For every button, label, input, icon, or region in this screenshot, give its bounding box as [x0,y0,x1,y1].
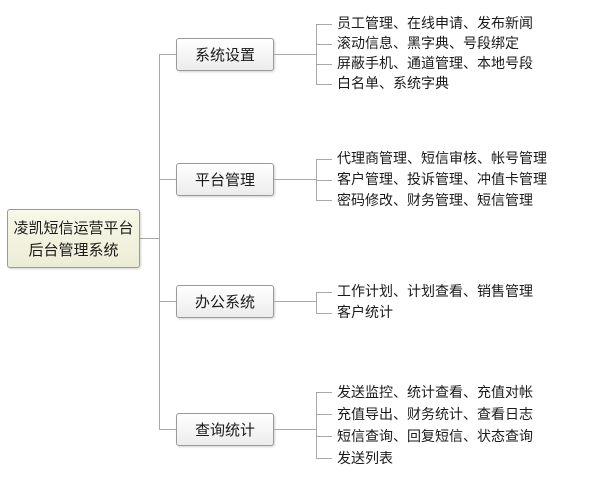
branch-label: 系统设置 [194,46,255,64]
leaf-item: 发送列表 [337,451,393,467]
stub-branch-1 [159,54,176,55]
stub-branch-4 [159,429,176,430]
leaf-item: 代理商管理、短信审核、帐号管理 [337,151,547,167]
root-title-line2: 后台管理系统 [28,240,119,259]
branch-node-office-system: 办公系统 [176,285,274,318]
branch-1-tick [316,44,332,45]
branch-3-items: 工作计划、计划查看、销售管理 客户统计 [337,282,533,324]
branch-4-items: 发送监控、统计查看、充值对帐 充值导出、财务统计、查看日志 短信查询、回复短信、… [337,382,533,470]
branch-4-tick [316,458,332,459]
branch-node-platform-management: 平台管理 [176,163,274,196]
leaf-item: 短信查询、回复短信、状态查询 [337,429,533,445]
branch-node-query-statistics: 查询统计 [176,413,274,446]
branch-1-bracket [316,24,317,84]
branch-4-bracket [316,392,317,459]
branch-label: 平台管理 [194,171,255,189]
branch-2-items: 代理商管理、短信审核、帐号管理 客户管理、投诉管理、冲值卡管理 密码修改、财务管… [337,149,547,212]
branch-3-out [274,301,316,302]
leaf-item: 发送监控、统计查看、充值对帐 [337,385,533,401]
stub-branch-2 [159,179,176,180]
branch-3-tick [316,292,332,293]
leaf-item: 工作计划、计划查看、销售管理 [337,284,533,300]
branch-1-tick [316,64,332,65]
branch-2-tick [316,159,332,160]
root-node: 凌凯短信运营平台 后台管理系统 [7,209,140,268]
stub-branch-3 [159,301,176,302]
branch-2-tick [316,200,332,201]
root-connector [140,238,160,239]
branch-3-tick [316,313,332,314]
root-title-line1: 凌凯短信运营平台 [13,218,134,237]
leaf-item: 屏蔽手机、通道管理、本地号段 [337,56,533,72]
branch-1-tick [316,24,332,25]
leaf-item: 客户统计 [337,305,393,321]
branch-1-tick [316,84,332,85]
leaf-item: 白名单、系统字典 [337,76,449,92]
branch-label: 查询统计 [194,421,255,439]
leaf-item: 密码修改、财务管理、短信管理 [337,193,533,209]
branch-4-tick [316,414,332,415]
branch-3-bracket [316,292,317,314]
main-trunk [159,54,160,429]
branch-4-tick [316,436,332,437]
branch-label: 办公系统 [194,293,255,311]
leaf-item: 滚动信息、黑字典、号段绑定 [337,36,519,52]
leaf-item: 员工管理、在线申请、发布新闻 [337,16,533,32]
branch-node-system-settings: 系统设置 [176,38,274,71]
branch-1-items: 员工管理、在线申请、发布新闻 滚动信息、黑字典、号段绑定 屏蔽手机、通道管理、本… [337,14,533,94]
branch-4-tick [316,392,332,393]
branch-2-tick [316,180,332,181]
leaf-item: 客户管理、投诉管理、冲值卡管理 [337,172,547,188]
branch-2-out [274,179,316,180]
branch-1-out [274,54,316,55]
branch-4-out [274,429,316,430]
leaf-item: 充值导出、财务统计、查看日志 [337,407,533,423]
branch-2-bracket [316,159,317,200]
